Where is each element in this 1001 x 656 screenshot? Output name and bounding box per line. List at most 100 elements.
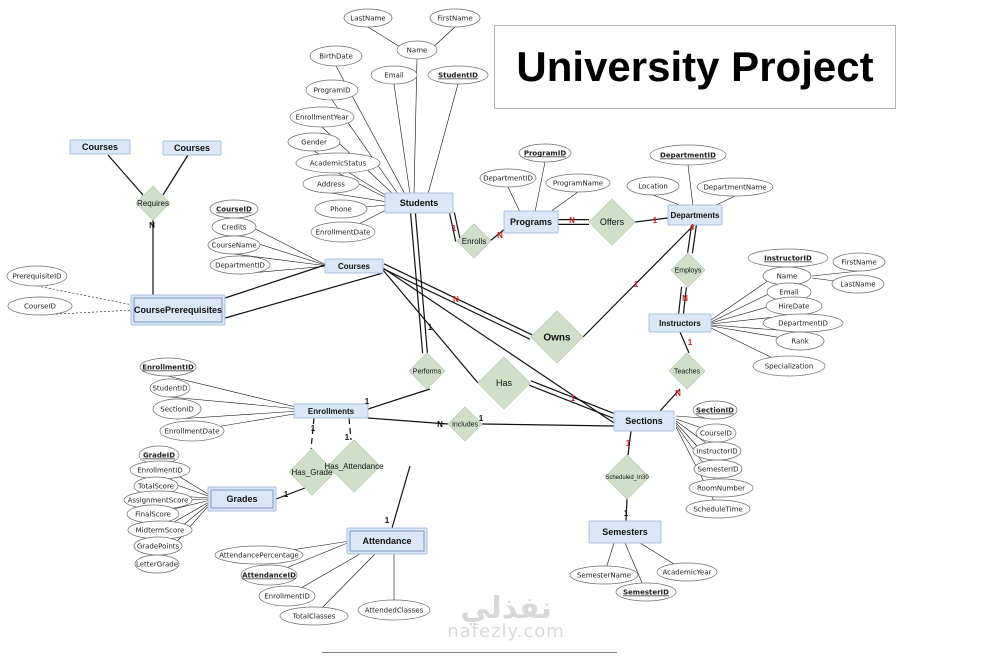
attribute-label: AcademicYear — [663, 569, 712, 577]
attribute-courses-coursename[interactable]: CourseName — [207, 235, 261, 255]
cardinality-label: 1 — [626, 439, 631, 448]
attribute-sections-courseid[interactable]: CourseID — [695, 423, 737, 443]
relationship-owns[interactable]: Owns — [530, 310, 584, 364]
attribute-label: TotalClasses — [292, 613, 336, 621]
attribute-programs-departmentid[interactable]: DepartmentID — [479, 168, 537, 188]
attribute-students-studentid[interactable]: StudentID — [427, 65, 489, 85]
attribute-instructors-hiredate[interactable]: HireDate — [765, 296, 823, 316]
attribute-label: Name — [777, 273, 798, 281]
cardinality-label: N — [682, 294, 688, 303]
attribute-enrollments-enrollmentid[interactable]: EnrollmentID — [139, 357, 197, 377]
entity-courses-b[interactable]: Courses — [162, 140, 222, 156]
entity-students[interactable]: Students — [384, 192, 454, 214]
attribute-grades-assignmentscore[interactable]: AssignmentScore — [123, 490, 193, 510]
attribute-grades-lettergrade[interactable]: LetterGrade — [134, 554, 180, 574]
entity-enrollments[interactable]: Enrollments — [293, 403, 369, 419]
attribute-instructors-name[interactable]: Name — [762, 266, 812, 286]
attribute-students-academicstatus[interactable]: AcademicStatus — [295, 152, 381, 174]
attribute-instructors-instructorid[interactable]: InstructorID — [747, 248, 829, 268]
relationship-has-attendance[interactable]: Has_Attendance — [324, 439, 384, 493]
relationship-label: Scheduled_In30 — [605, 475, 649, 481]
attribute-ellipse — [139, 357, 197, 377]
relationship-enrolls[interactable]: Enrolls — [456, 223, 492, 259]
attribute-enrollments-enrollmentdate[interactable]: EnrollmentDate — [159, 420, 225, 442]
attribute-students-phone[interactable]: Phone — [314, 199, 368, 219]
attribute-departments-location[interactable]: Location — [626, 176, 680, 196]
relationship-has-grade[interactable]: Has_Grade — [288, 448, 336, 496]
attribute-students-name[interactable]: Name — [396, 40, 438, 60]
attribute-students-birthdate[interactable]: BirthDate — [309, 45, 363, 67]
relationship-requires[interactable]: Requires — [135, 185, 171, 221]
attribute-instructors-firstname[interactable]: FirstName — [832, 252, 886, 272]
attribute-programs-programname[interactable]: ProgramName — [545, 173, 611, 193]
entity-departments[interactable]: Departments — [667, 204, 723, 226]
entity-semesters[interactable]: Semesters — [588, 520, 662, 544]
relationship-includes[interactable]: Includes — [447, 406, 483, 442]
attribute-semesters-semestername[interactable]: SemesterName — [569, 565, 639, 585]
relationship-scheduled-in[interactable]: Scheduled_In30 — [604, 454, 650, 500]
teaches-to-sections — [659, 388, 681, 412]
attribute-attendance-attendedclasses[interactable]: AttendedClasses — [357, 599, 431, 621]
attribute-semesters-semesterid[interactable]: SemesterID — [615, 582, 677, 602]
entity-label: Enrollments — [308, 407, 355, 416]
attribute-courseprereq-prerequisiteid[interactable]: PrerequisiteID — [6, 265, 68, 287]
entity-courseprereq[interactable]: CoursePrerequisites — [130, 294, 226, 326]
attribute-students-firstname[interactable]: FirstName — [429, 8, 481, 28]
entity-courses-a[interactable]: Courses — [69, 139, 131, 155]
attribute-departments-departmentid[interactable]: DepartmentID — [649, 144, 727, 166]
attribute-semesters-academicyear[interactable]: AcademicYear — [656, 562, 718, 582]
attribute-attendance-attendanceid[interactable]: AttendanceID — [240, 564, 298, 586]
attribute-students-address[interactable]: Address — [302, 174, 360, 194]
entity-grades[interactable]: Grades — [207, 486, 277, 512]
attribute-courses-courseid[interactable]: CourseID — [209, 199, 259, 219]
attribute-instructors-specialization[interactable]: Specialization — [752, 355, 826, 377]
attribute-attendance-totalclasses[interactable]: TotalClasses — [279, 606, 349, 626]
entity-instructors[interactable]: Instructors — [648, 313, 712, 333]
attribute-sections-semesterid[interactable]: SemesterID — [693, 459, 743, 479]
relationship-offers[interactable]: Offers — [588, 198, 636, 246]
attribute-students-enrollmentdate[interactable]: EnrollmentDate — [310, 221, 376, 243]
attribute-students-enrollmentyear[interactable]: EnrollmentYear — [289, 106, 355, 128]
relationship-employs[interactable]: Employs — [670, 252, 706, 288]
attribute-students-programid[interactable]: ProgramID — [305, 79, 359, 101]
entity-programs[interactable]: Programs — [503, 210, 559, 234]
entity-box — [324, 258, 384, 274]
entity-sections[interactable]: Sections — [613, 410, 675, 432]
attribute-enrollments-studentid[interactable]: StudentID — [149, 378, 191, 398]
attribute-enrollments-sectionid[interactable]: SectionID — [152, 398, 202, 420]
attribute-students-lastname[interactable]: LastName — [343, 8, 393, 28]
entity-courses[interactable]: Courses — [324, 258, 384, 274]
attribute-students-gender[interactable]: Gender — [287, 132, 341, 152]
attribute-instructors-departmentid[interactable]: DepartmentID — [762, 313, 844, 333]
attribute-instructors-rank[interactable]: Rank — [775, 331, 825, 351]
attribute-ellipse — [693, 459, 743, 479]
attribute-students-email[interactable]: Email — [370, 65, 418, 85]
attribute-ellipse — [295, 152, 381, 174]
attribute-programs-programid[interactable]: ProgramID — [518, 143, 572, 163]
attribute-label: CourseID — [700, 430, 732, 438]
attribute-courseprereq-courseid[interactable]: CourseID — [7, 296, 73, 316]
attribute-grades-gradepoints[interactable]: GradePoints — [133, 536, 183, 556]
attribute-attendance-attendancepercentage[interactable]: AttendancePercentage — [214, 545, 304, 565]
attribute-label: BirthDate — [319, 53, 353, 61]
entity-attendance[interactable]: Attendance — [346, 527, 428, 555]
attribute-attendance-enrollmentid[interactable]: EnrollmentID — [258, 585, 316, 607]
attribute-departments-departmentname[interactable]: DepartmentName — [696, 177, 774, 197]
attribute-courses-departmentid[interactable]: DepartmentID — [209, 255, 271, 275]
attribute-instructors-lastname[interactable]: LastName — [831, 274, 885, 294]
relationship-has[interactable]: Has — [477, 356, 531, 410]
attribute-label: EnrollmentYear — [296, 114, 349, 122]
attribute-sections-sectionid[interactable]: SectionID — [692, 400, 738, 420]
attribute-grades-enrollmentid[interactable]: EnrollmentID — [129, 460, 191, 480]
attribute-sections-scheduletime[interactable]: ScheduleTime — [685, 499, 751, 519]
attribute-sections-instructorid[interactable]: InstructorID — [692, 441, 742, 461]
cardinality-label: N — [675, 389, 681, 398]
attribute-grades-finalscore[interactable]: FinalScore — [126, 504, 180, 524]
cardinality-label: 1 — [284, 490, 289, 499]
relationship-performs[interactable]: Performs — [408, 352, 446, 390]
entity-label: Courses — [174, 143, 210, 153]
attribute-grades-midtermscore[interactable]: MidtermScore — [127, 520, 193, 540]
relationship-teaches[interactable]: Teaches — [668, 352, 706, 390]
attribute-courses-credits[interactable]: Credits — [211, 217, 257, 237]
attribute-sections-roomnumber[interactable]: RoomNumber — [688, 478, 754, 498]
